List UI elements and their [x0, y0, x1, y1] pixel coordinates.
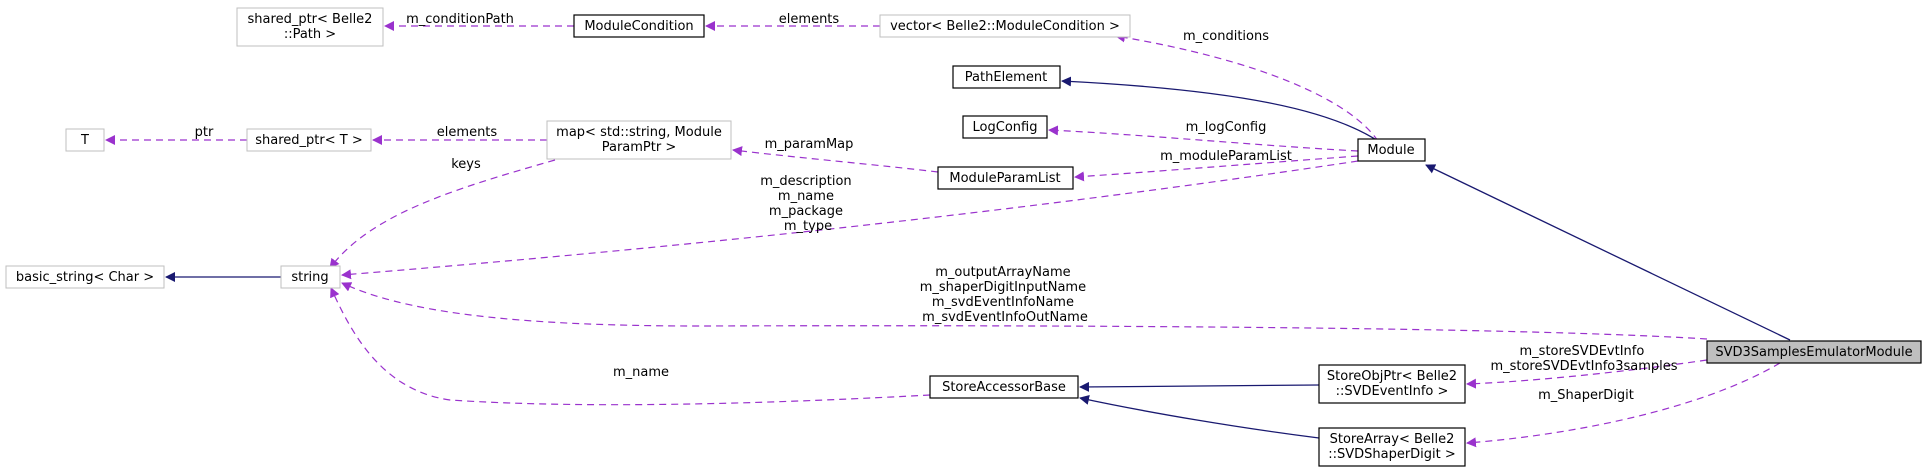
node-log-config[interactable]: LogConfig — [962, 115, 1048, 139]
node-vector-module-condition[interactable]: vector< Belle2::ModuleCondition > — [879, 14, 1131, 38]
edge-label-evtinfo: m_storeSVDEvtInfo m_storeSVDEvtInfo3samp… — [1490, 344, 1677, 374]
svg-text:shared_ptr< Belle2::Path >: shared_ptr< Belle2::Path > — [248, 12, 373, 42]
edge-label-elements-map: elements — [437, 125, 498, 140]
node-store-accessor-base[interactable]: StoreAccessorBase — [929, 375, 1079, 399]
node-shared-ptr-path[interactable]: shared_ptr< Belle2::Path > — [236, 7, 384, 47]
node-store-array[interactable]: StoreArray< Belle2::SVDShaperDigit > — [1318, 427, 1466, 467]
usage-edges — [105, 21, 1781, 448]
inheritance-edges — [165, 76, 1791, 439]
node-shared-ptr-t[interactable]: shared_ptr< T > — [246, 128, 372, 152]
edge-module-param-list-to-map — [732, 146, 939, 173]
svg-text:shared_ptr< T >: shared_ptr< T > — [255, 133, 362, 148]
node-basic-string[interactable]: basic_string< Char > — [5, 265, 165, 289]
edge-module-to-vector — [1115, 32, 1379, 142]
svg-text:SVD3SamplesEmulatorModule: SVD3SamplesEmulatorModule — [1715, 345, 1912, 360]
edge-module-to-log-config — [1048, 125, 1359, 152]
node-string[interactable]: string — [280, 265, 341, 289]
node-store-obj-ptr[interactable]: StoreObjPtr< Belle2::SVDEventInfo > — [1318, 364, 1466, 404]
svg-text:Module: Module — [1367, 143, 1414, 158]
edge-label-m-name-store: m_name — [613, 365, 669, 380]
node-path-element[interactable]: PathElement — [952, 65, 1061, 89]
edge-store-obj-ptr-to-accessor-base — [1079, 381, 1320, 392]
edge-module-to-path-element — [1061, 76, 1379, 142]
edge-label-elements-condition: elements — [779, 12, 840, 27]
edge-label-m-log-config: m_logConfig — [1186, 120, 1267, 135]
edge-label-module-strings: m_description m_name m_package m_type — [760, 174, 856, 234]
svg-text:string: string — [291, 270, 328, 285]
svg-text:StoreAccessorBase: StoreAccessorBase — [942, 380, 1066, 395]
edge-svd3-to-string — [341, 282, 1708, 340]
edge-label-m-module-param-list: m_moduleParamList — [1160, 149, 1292, 164]
svg-text:LogConfig: LogConfig — [973, 120, 1038, 135]
edge-svd3-to-module — [1425, 164, 1791, 341]
edge-store-accessor-base-to-string — [330, 287, 931, 406]
svg-text:PathElement: PathElement — [965, 70, 1047, 85]
svg-text:StoreArray< Belle2::SVDShaperD: StoreArray< Belle2::SVDShaperDigit > — [1328, 432, 1456, 462]
node-module-param-list[interactable]: ModuleParamList — [937, 166, 1074, 190]
edge-svd3-to-store-array — [1466, 362, 1781, 448]
edge-label-m-condition-path: m_conditionPath — [406, 12, 514, 27]
svg-text:ModuleParamList: ModuleParamList — [949, 171, 1060, 186]
svg-text:vector< Belle2::ModuleConditio: vector< Belle2::ModuleCondition > — [890, 19, 1120, 34]
edge-label-keys: keys — [451, 157, 481, 172]
edge-label-ptr: ptr — [195, 125, 214, 140]
edge-label-m-conditions: m_conditions — [1183, 29, 1269, 44]
edge-labels: m_conditionPath elements m_conditions m_… — [195, 12, 1678, 403]
edge-map-to-string — [329, 159, 556, 269]
edge-label-svd-strings: m_outputArrayName m_shaperDigitInputName… — [920, 265, 1090, 325]
node-module[interactable]: Module — [1357, 138, 1426, 162]
edge-label-m-param-map: m_paramMap — [765, 137, 854, 152]
edge-store-array-to-accessor-base — [1079, 394, 1320, 439]
svg-text:basic_string< Char >: basic_string< Char > — [16, 270, 154, 285]
edge-svd3-to-store-obj-ptr — [1466, 359, 1708, 389]
edge-module-to-module-param-list — [1074, 155, 1359, 182]
svg-text:T: T — [80, 133, 89, 148]
svg-text:ModuleCondition: ModuleCondition — [584, 19, 693, 34]
edge-label-m-shaper-digit: m_ShaperDigit — [1538, 388, 1634, 403]
node-svd3-samples-emulator-module[interactable]: SVD3SamplesEmulatorModule — [1706, 340, 1922, 364]
node-module-condition[interactable]: ModuleCondition — [573, 14, 705, 38]
edge-module-to-string — [341, 160, 1359, 280]
svg-text:StoreObjPtr< Belle2::SVDEventI: StoreObjPtr< Belle2::SVDEventInfo > — [1327, 369, 1457, 399]
node-t[interactable]: T — [65, 128, 105, 152]
